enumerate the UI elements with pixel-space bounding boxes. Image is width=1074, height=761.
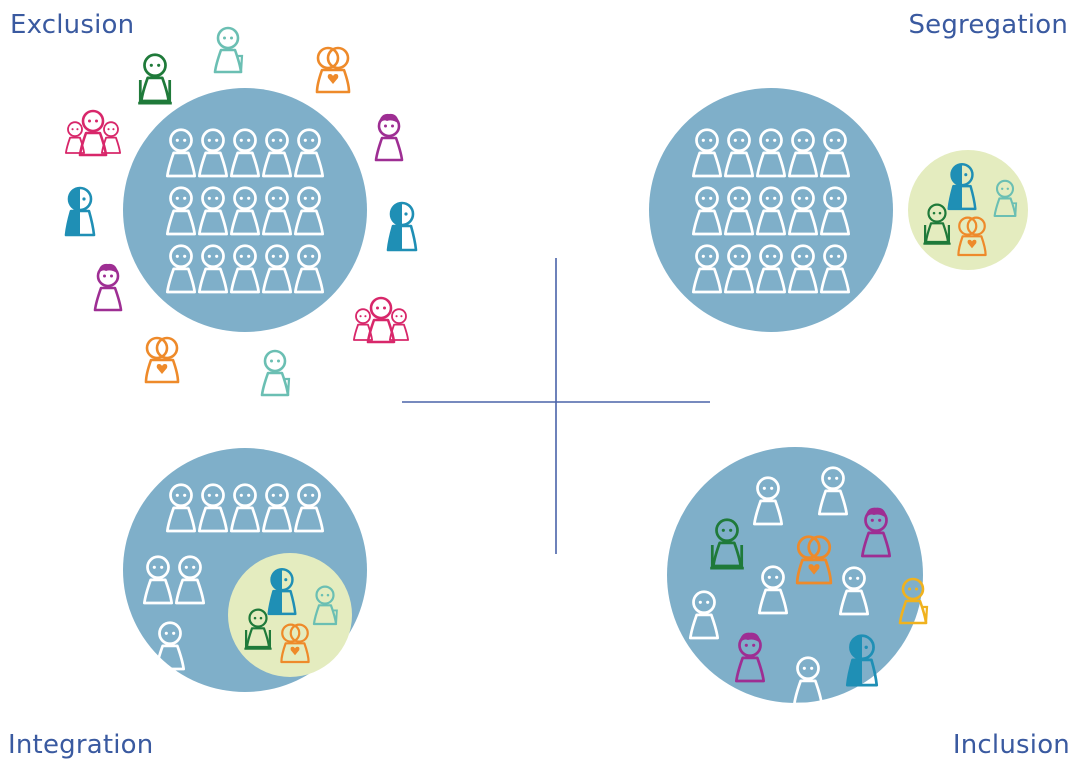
wheelchair-user-icon <box>710 518 744 570</box>
person-icon <box>691 244 723 294</box>
elderly-person-icon <box>898 577 929 625</box>
person-icon <box>755 186 787 236</box>
person-icon <box>197 128 229 178</box>
person-icon <box>838 566 870 616</box>
two-tone-person-icon <box>64 186 96 237</box>
inclusion-label: Inclusion <box>952 730 1070 760</box>
person-icon <box>787 186 819 236</box>
elderly-person-icon <box>993 179 1018 218</box>
elderly-person-icon <box>260 349 291 397</box>
curly-hair-person-icon <box>374 113 404 162</box>
person-icon <box>792 656 824 706</box>
wheelchair-user-icon <box>923 203 951 245</box>
person-icon <box>229 186 261 236</box>
person-icon <box>723 128 755 178</box>
two-tone-person-icon <box>386 201 418 252</box>
two-tone-person-icon <box>267 568 297 616</box>
person-icon <box>229 483 261 533</box>
person-icon <box>293 128 325 178</box>
heart-person-icon <box>144 336 180 384</box>
person-icon <box>261 483 293 533</box>
person-icon <box>293 244 325 294</box>
person-icon <box>165 244 197 294</box>
person-icon <box>755 128 787 178</box>
person-icon <box>723 244 755 294</box>
person-icon <box>197 483 229 533</box>
person-icon <box>691 186 723 236</box>
person-icon <box>165 128 197 178</box>
curly-hair-person-icon <box>93 263 123 312</box>
person-icon <box>261 244 293 294</box>
person-icon <box>293 483 325 533</box>
two-tone-person-icon <box>947 163 977 211</box>
heart-person-icon <box>795 535 833 585</box>
person-icon <box>787 244 819 294</box>
person-icon <box>142 555 174 605</box>
person-icon <box>229 128 261 178</box>
inclusion-circle <box>667 447 923 703</box>
person-icon <box>261 186 293 236</box>
wheelchair-user-icon <box>138 53 172 105</box>
person-icon <box>165 186 197 236</box>
heart-person-icon <box>280 623 310 664</box>
person-icon <box>819 128 851 178</box>
person-icon <box>197 244 229 294</box>
integration-label: Integration <box>8 730 154 760</box>
person-icon <box>723 186 755 236</box>
segregation-label: Segregation <box>908 10 1068 40</box>
person-icon <box>757 565 789 615</box>
two-tone-person-icon <box>845 634 879 687</box>
person-icon <box>819 186 851 236</box>
person-icon <box>261 128 293 178</box>
person-icon <box>819 244 851 294</box>
heart-person-icon <box>315 46 351 94</box>
elderly-person-icon <box>213 26 244 74</box>
person-icon <box>817 466 849 516</box>
elderly-person-icon <box>312 585 338 626</box>
person-icon <box>691 128 723 178</box>
exclusion-label: Exclusion <box>10 10 135 40</box>
person-icon <box>755 244 787 294</box>
person-icon <box>293 186 325 236</box>
person-icon <box>165 483 197 533</box>
curly-hair-person-icon <box>734 632 766 683</box>
person-icon <box>752 476 784 526</box>
heart-person-icon <box>957 216 987 257</box>
person-icon <box>787 128 819 178</box>
person-icon <box>154 621 186 671</box>
person-icon <box>229 244 261 294</box>
family-group-icon <box>352 296 410 344</box>
curly-hair-person-icon <box>860 507 892 558</box>
family-group-icon <box>64 109 122 157</box>
wheelchair-user-icon <box>244 608 272 650</box>
person-icon <box>197 186 229 236</box>
person-icon <box>688 590 720 640</box>
person-icon <box>174 555 206 605</box>
